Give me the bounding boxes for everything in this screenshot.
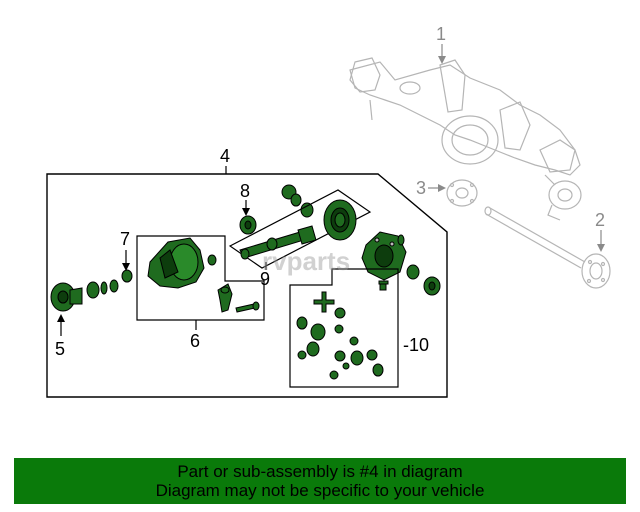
side-bearings bbox=[406, 264, 441, 296]
flange-ghost bbox=[446, 179, 478, 207]
seal-and-bearings bbox=[86, 269, 133, 299]
case-washer bbox=[397, 234, 405, 246]
callout-9: 9 bbox=[260, 269, 270, 289]
banner-line-2: Diagram may not be specific to your vehi… bbox=[155, 481, 485, 500]
spacer-washers bbox=[281, 184, 314, 218]
drive-pinion bbox=[239, 225, 317, 260]
sub-box-10 bbox=[289, 268, 399, 388]
pinion-bearing bbox=[239, 215, 257, 235]
hub-ghost bbox=[547, 180, 582, 221]
callout-2: 2 bbox=[595, 210, 605, 230]
arrowhead-5 bbox=[57, 314, 65, 322]
axle-shaft-ghost bbox=[484, 206, 611, 289]
callout-5: 5 bbox=[55, 339, 65, 359]
sub-assembly-banner: Part or sub-assembly is #4 in diagram Di… bbox=[14, 458, 626, 504]
sub-box-9 bbox=[228, 189, 372, 269]
differential-case bbox=[361, 231, 407, 281]
arrowhead-7 bbox=[122, 263, 130, 271]
arrowhead-3 bbox=[438, 184, 446, 192]
axle-housing-ghost bbox=[349, 57, 581, 186]
callout-1: 1 bbox=[436, 24, 446, 44]
callout-7: 7 bbox=[120, 229, 130, 249]
arrowhead-2 bbox=[597, 244, 605, 252]
callout-10: -10 bbox=[403, 335, 429, 355]
callout-8: 8 bbox=[240, 181, 250, 201]
arrowhead-1 bbox=[438, 56, 446, 64]
arrowhead-8 bbox=[242, 208, 250, 216]
callout-6: 6 bbox=[190, 331, 200, 351]
bearing-caps bbox=[217, 283, 233, 313]
sub-box-6 bbox=[136, 235, 265, 321]
differential-gears bbox=[296, 291, 384, 380]
cap-bolt bbox=[235, 301, 260, 313]
housing-plug bbox=[207, 254, 217, 266]
ring-gear bbox=[323, 199, 357, 241]
banner-line-1: Part or sub-assembly is #4 in diagram bbox=[177, 462, 463, 481]
carrier-housing bbox=[147, 237, 205, 289]
companion-flange bbox=[50, 282, 83, 312]
case-bolt bbox=[378, 280, 389, 291]
watermark: rvparts bbox=[262, 246, 350, 276]
callout-3: 3 bbox=[416, 178, 426, 198]
callout-4: 4 bbox=[220, 146, 230, 166]
